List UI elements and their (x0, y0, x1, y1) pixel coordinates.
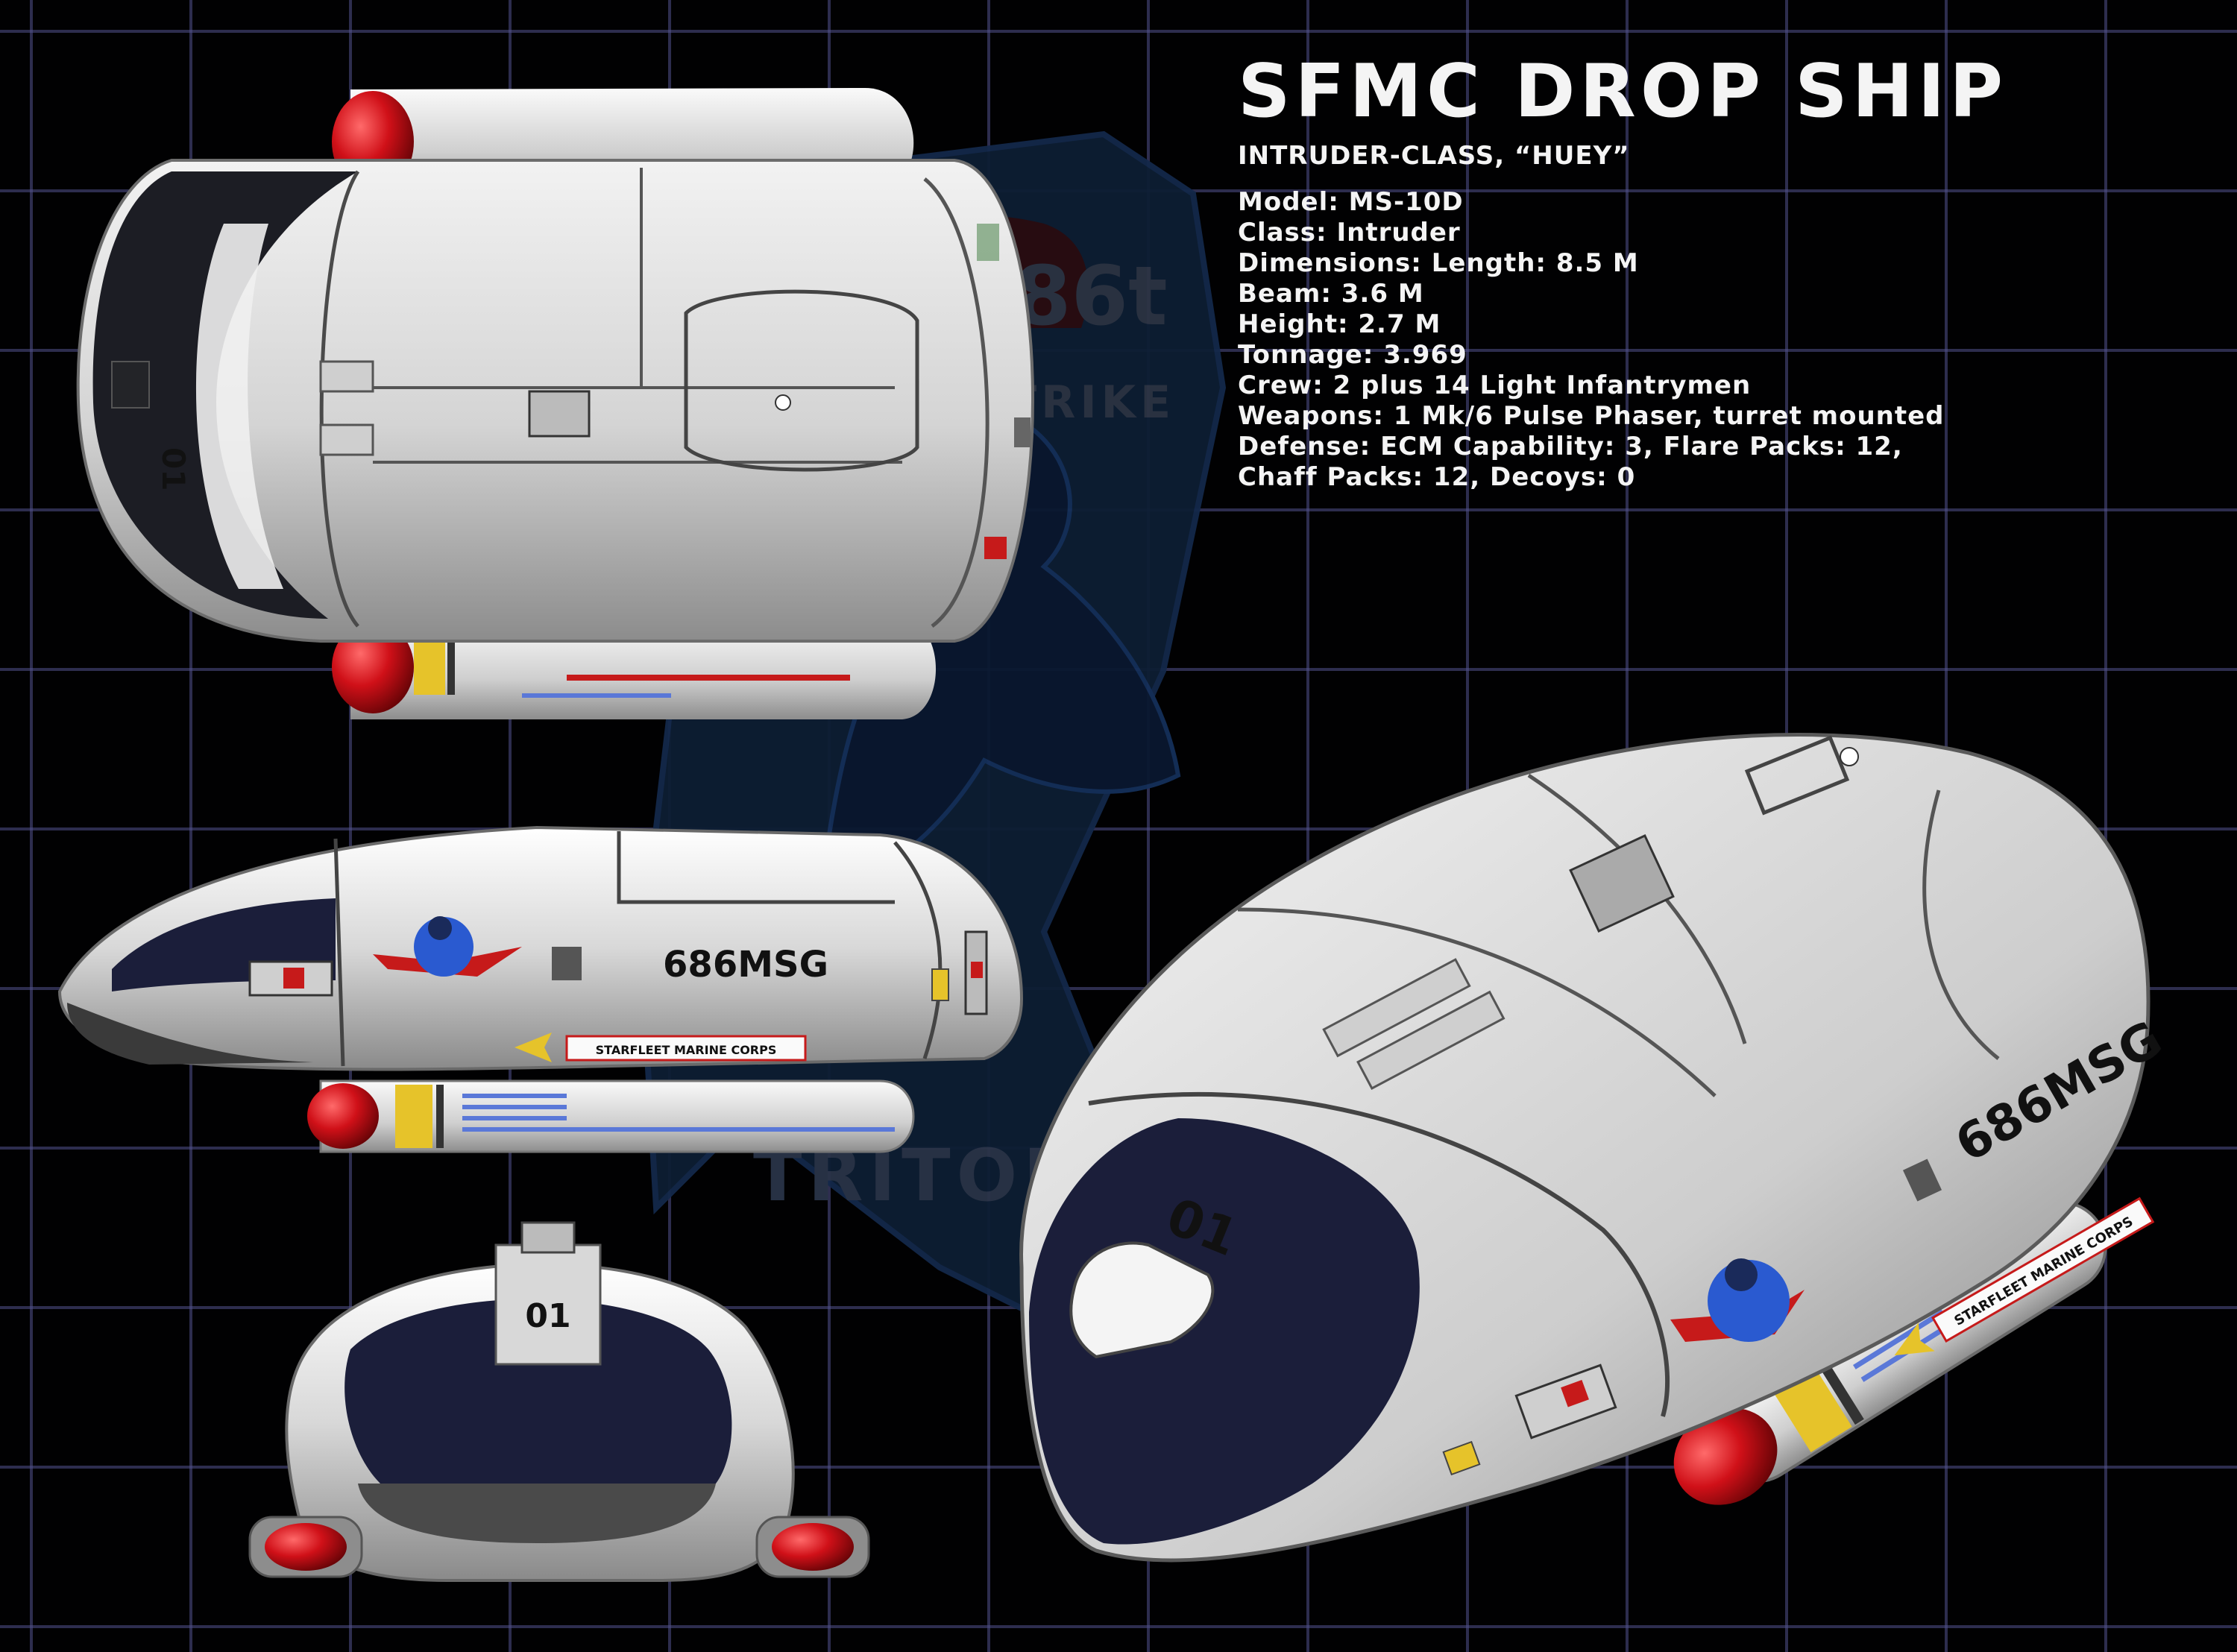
spec-class: Class: Intruder (1238, 217, 1461, 248)
side-view-marine-logo (373, 916, 522, 977)
nacelle-cap (332, 621, 414, 713)
side-view-registry: 686MSG (663, 944, 828, 986)
front-view-hull-number: 01 (525, 1297, 570, 1335)
page-subtitle: INTRUDER-CLASS, “HUEY” (1238, 140, 1630, 171)
nacelle-cap (307, 1083, 379, 1149)
page-title: SFMC DROP SHIP (1238, 49, 2008, 134)
spec-defense: Defense: ECM Capability: 3, Flare Packs:… (1238, 431, 1903, 461)
nacelle-stripe (414, 643, 445, 695)
spec-crew: Crew: 2 plus 14 Light Infantrymen (1238, 370, 1752, 400)
perspective-canopy (1029, 1118, 1420, 1545)
front-view-window (344, 1299, 732, 1484)
spec-length: Dimensions: Length: 8.5 M (1238, 248, 1639, 278)
perspective-marine-logo (1670, 1258, 1805, 1342)
side-view-ship: 686MSG STARFLEET MARINE CORPS (57, 825, 1024, 1153)
side-view-nacelle (319, 1079, 915, 1153)
top-view-hull-number: 01 (155, 447, 192, 491)
top-view-ship: 01 (76, 88, 1034, 719)
top-view-canopy (92, 171, 359, 619)
spec-defense-continued: Chaff Packs: 12, Decoys: 0 (1238, 461, 1636, 492)
spec-height: Height: 2.7 M (1238, 309, 1441, 339)
spec-model: Model: MS-10D (1238, 186, 1464, 217)
front-view-ship: 01 (248, 1221, 870, 1582)
side-view-corps-name: STARFLEET MARINE CORPS (596, 1043, 777, 1057)
emblem-text-top: 86t (1014, 248, 1168, 344)
spec-panel: SFMC DROP SHIP INTRUDER-CLASS, “HUEY” Mo… (1238, 54, 2222, 493)
spec-weapons: Weapons: 1 Mk/6 Pulse Phaser, turret mou… (1238, 400, 1945, 431)
spec-tonnage: Tonnage: 3.969 (1238, 339, 1467, 370)
spec-beam: Beam: 3.6 M (1238, 278, 1424, 309)
perspective-view-ship: 01 686MSG STARFLEET MARINE CORPS (1019, 733, 2171, 1563)
top-view-lower-nacelle (332, 619, 936, 719)
